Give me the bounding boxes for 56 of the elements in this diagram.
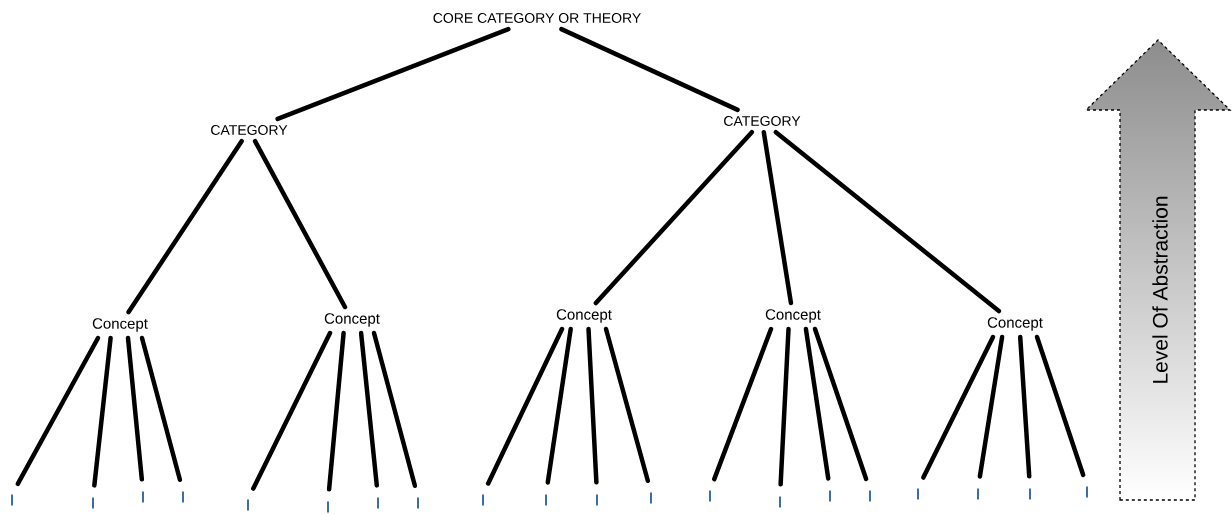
connector-line xyxy=(485,326,565,486)
connector-line xyxy=(358,330,380,488)
connector-line xyxy=(586,326,599,485)
connector-line xyxy=(603,326,651,483)
leaf-marker xyxy=(92,497,94,509)
concept-label: Concept xyxy=(92,318,148,332)
leaf-marker xyxy=(709,490,711,502)
leaf-marker xyxy=(11,494,13,506)
category-label: CATEGORY xyxy=(724,116,801,126)
leaf-marker xyxy=(1086,486,1088,498)
connector-line xyxy=(761,129,794,306)
leaf-marker xyxy=(869,490,871,502)
leaf-marker xyxy=(377,497,379,509)
arrow-label: Level Of Abstraction xyxy=(1152,196,1168,383)
category-label: CATEGORY xyxy=(211,125,288,135)
leaf-marker xyxy=(977,488,979,500)
leaf-marker xyxy=(829,490,831,502)
leaf-marker xyxy=(327,501,329,513)
connector-line xyxy=(125,335,145,482)
connector-line xyxy=(371,330,418,488)
connector-line xyxy=(712,326,774,482)
connector-line xyxy=(1034,334,1086,478)
leaf-marker xyxy=(142,491,144,503)
leaf-marker xyxy=(1029,488,1031,500)
concept-label: Concept xyxy=(987,317,1043,331)
connector-line xyxy=(803,326,831,481)
connector-line xyxy=(252,138,348,310)
connector-line xyxy=(326,330,346,492)
leaf-marker xyxy=(545,494,547,506)
concept-label: Concept xyxy=(324,313,380,327)
leaf-marker xyxy=(650,492,652,504)
connector-line xyxy=(251,330,333,491)
leaf-marker xyxy=(779,496,781,508)
connector-line xyxy=(559,26,740,113)
connector-line xyxy=(275,26,511,122)
connector-line xyxy=(15,335,101,487)
connector-line xyxy=(921,334,996,480)
leaf-marker xyxy=(247,499,249,511)
connector-line xyxy=(593,129,755,306)
leaf-marker xyxy=(417,497,419,509)
concept-label: Concept xyxy=(765,309,821,323)
leaf-marker xyxy=(482,494,484,506)
leaf-marker xyxy=(917,488,919,500)
core-category-label: CORE CATEGORY OR THEORY xyxy=(433,13,641,23)
connector-line xyxy=(977,334,1005,479)
leaf-marker xyxy=(596,494,598,506)
concept-label: Concept xyxy=(556,309,612,323)
connector-line xyxy=(773,129,1002,314)
connector-line xyxy=(778,326,791,487)
connector-line xyxy=(1017,334,1032,479)
connector-line xyxy=(139,335,183,482)
leaf-marker xyxy=(182,491,184,503)
connector-line xyxy=(812,326,869,482)
connector-line xyxy=(126,138,244,315)
connector-line xyxy=(545,326,573,485)
connector-line xyxy=(92,335,113,488)
